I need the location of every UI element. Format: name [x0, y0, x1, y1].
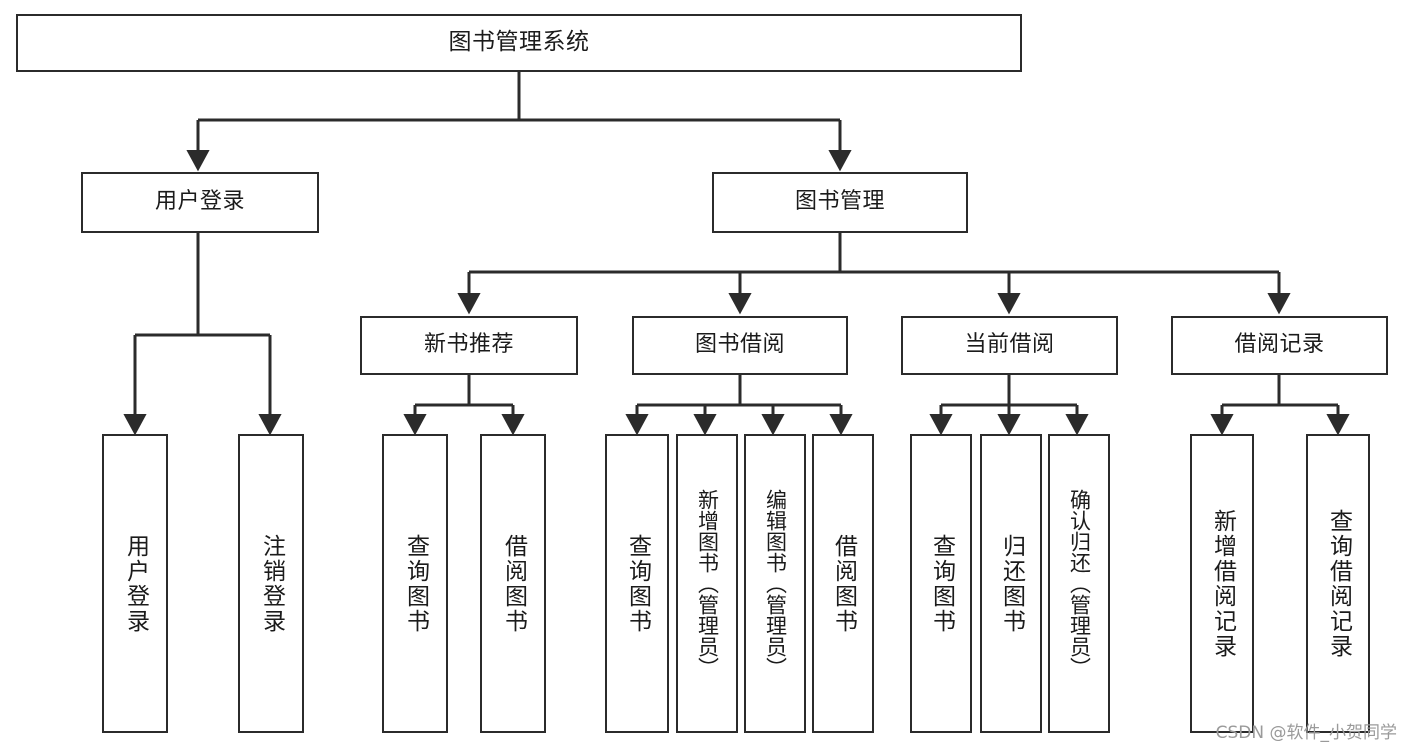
- node-leaf-query-book-1[interactable]: 查询图书: [382, 434, 448, 733]
- node-leaf-user-login[interactable]: 用户登录: [102, 434, 168, 733]
- node-label: 查询图书: [402, 533, 429, 634]
- node-leaf-return-book[interactable]: 归还图书: [980, 434, 1042, 733]
- node-current-borrow[interactable]: 当前借阅: [901, 316, 1118, 375]
- node-leaf-edit-book[interactable]: 编辑图书（管理员）: [744, 434, 806, 733]
- node-label: 用户登录: [154, 189, 245, 215]
- node-leaf-borrow-book-1[interactable]: 借阅图书: [480, 434, 546, 733]
- node-book-borrow[interactable]: 图书借阅: [632, 316, 848, 375]
- node-label: 注销登录: [258, 533, 285, 634]
- node-root-system[interactable]: 图书管理系统: [16, 14, 1022, 72]
- node-label: 查询借阅记录: [1325, 508, 1352, 659]
- node-label: 新增借阅记录: [1209, 508, 1236, 659]
- node-label: 用户登录: [122, 533, 149, 634]
- node-leaf-add-borrow-record[interactable]: 新增借阅记录: [1190, 434, 1254, 733]
- node-book-manage[interactable]: 图书管理: [712, 172, 968, 233]
- node-label: 新增图书（管理员）: [695, 489, 720, 678]
- node-label: 确认归还（管理员）: [1067, 489, 1092, 678]
- node-label: 归还图书: [998, 533, 1025, 634]
- node-borrow-record[interactable]: 借阅记录: [1171, 316, 1388, 375]
- node-leaf-add-book[interactable]: 新增图书（管理员）: [676, 434, 738, 733]
- node-label: 借阅图书: [500, 533, 527, 634]
- node-leaf-query-borrow-record[interactable]: 查询借阅记录: [1306, 434, 1370, 733]
- node-label: 查询图书: [624, 533, 651, 634]
- node-leaf-logout-login[interactable]: 注销登录: [238, 434, 304, 733]
- node-label: 编辑图书（管理员）: [763, 489, 788, 678]
- node-label: 图书借阅: [694, 332, 785, 358]
- node-user-login[interactable]: 用户登录: [81, 172, 319, 233]
- node-leaf-query-book-2[interactable]: 查询图书: [605, 434, 669, 733]
- node-label: 图书管理系统: [448, 29, 590, 56]
- node-label: 图书管理: [794, 189, 885, 215]
- node-label: 借阅记录: [1234, 332, 1325, 358]
- csdn-watermark: CSDN @软件_小贺同学: [1215, 723, 1397, 743]
- node-label: 当前借阅: [964, 332, 1055, 358]
- node-label: 借阅图书: [830, 533, 857, 634]
- node-label: 查询图书: [928, 533, 955, 634]
- node-label: 新书推荐: [423, 332, 514, 358]
- node-new-book-recommend[interactable]: 新书推荐: [360, 316, 578, 375]
- node-leaf-query-book-3[interactable]: 查询图书: [910, 434, 972, 733]
- node-leaf-confirm-return[interactable]: 确认归还（管理员）: [1048, 434, 1110, 733]
- node-leaf-borrow-book-2[interactable]: 借阅图书: [812, 434, 874, 733]
